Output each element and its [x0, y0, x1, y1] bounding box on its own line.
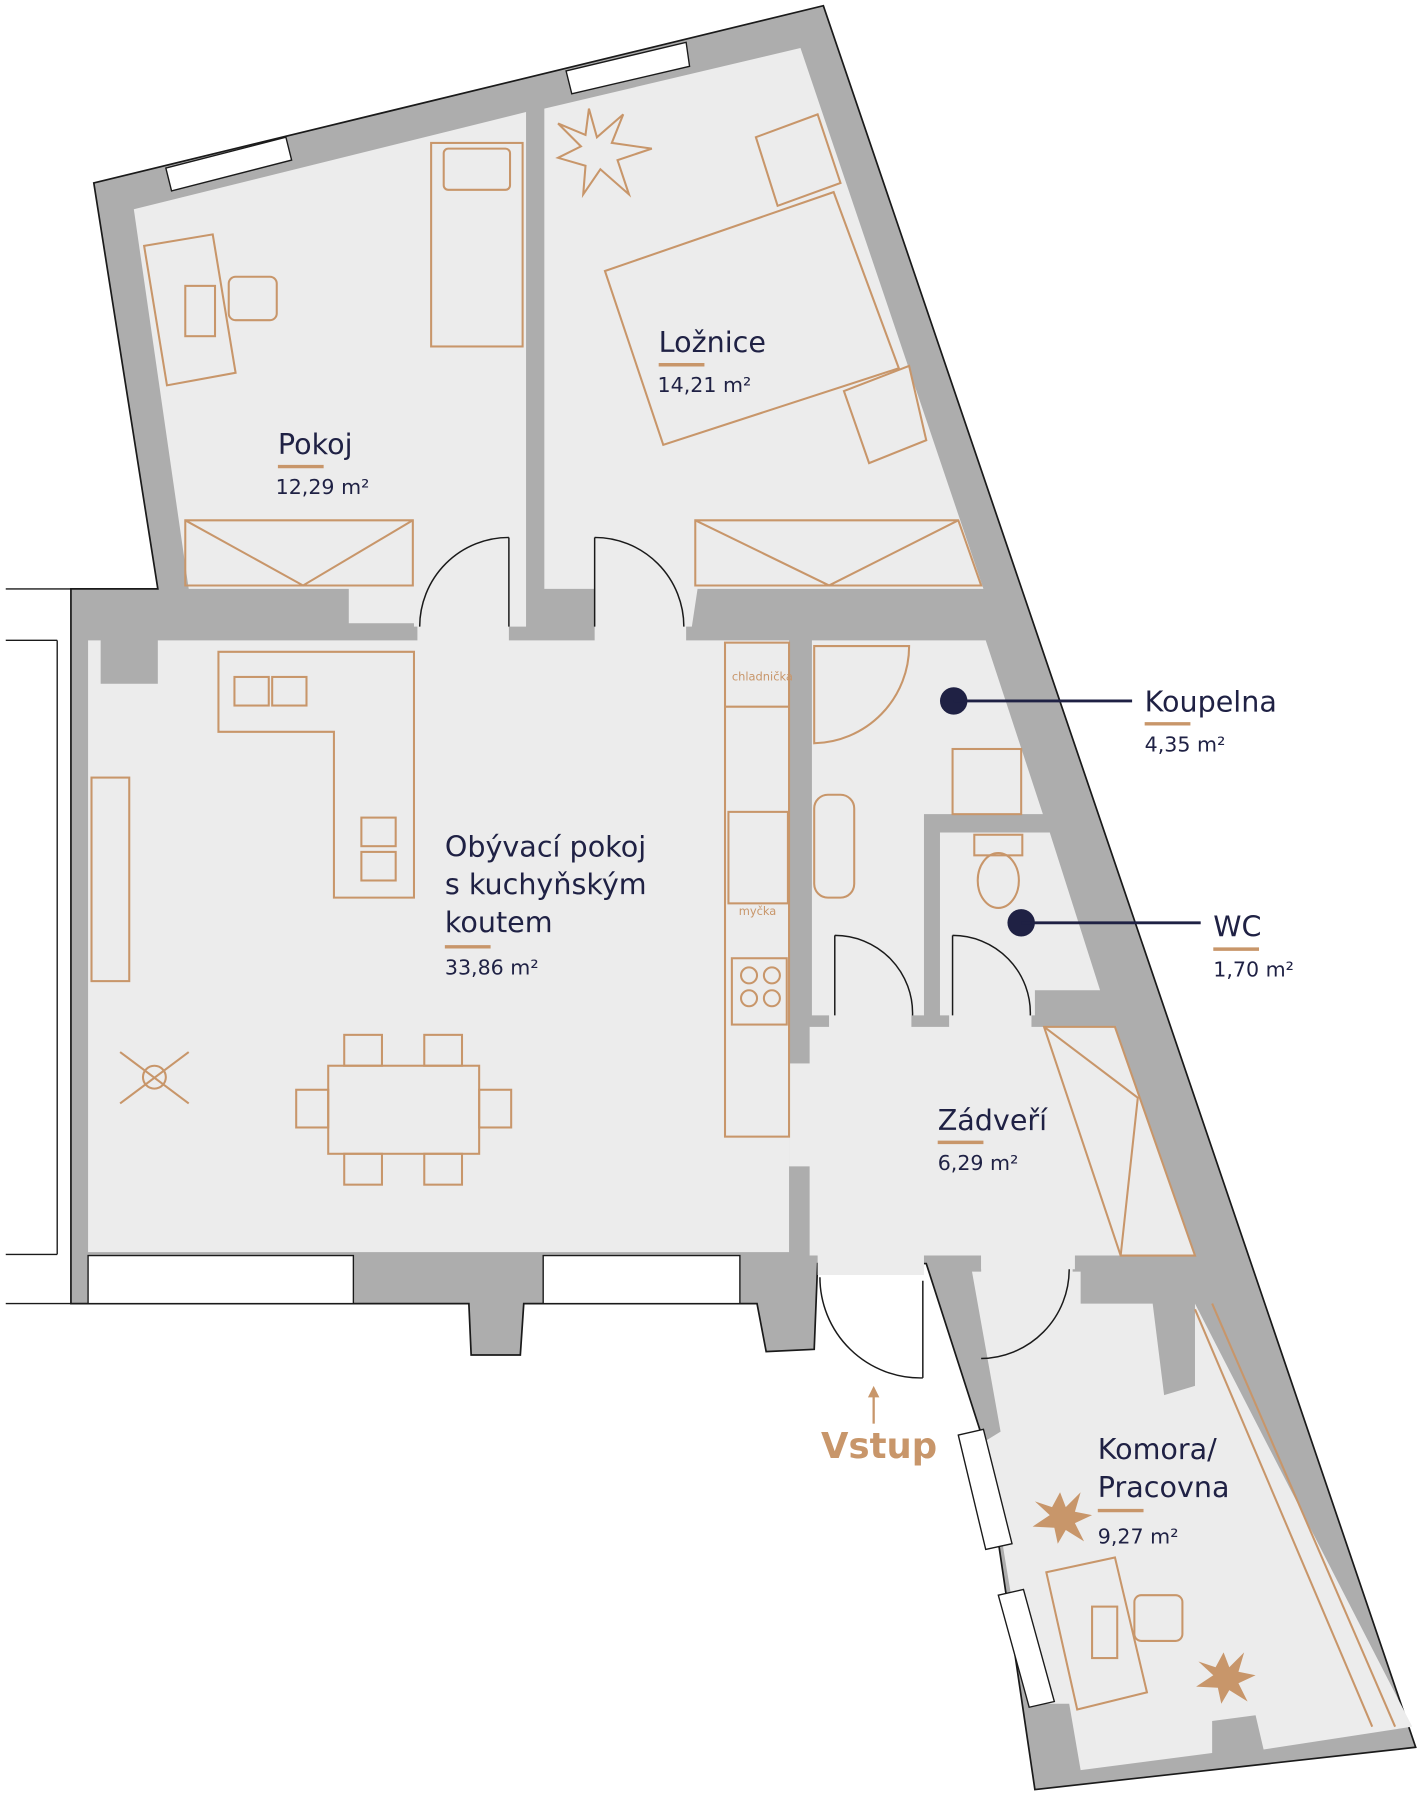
- room-name: Pokoj: [278, 427, 353, 461]
- desk: [1045, 1556, 1149, 1711]
- wardrobe: [694, 519, 983, 587]
- label-koupelna: Koupelna 4,35 m²: [939, 684, 1277, 756]
- room-name: Komora/: [1098, 1432, 1217, 1466]
- room-komora-floor: [972, 1271, 1413, 1771]
- room-name: WC: [1213, 910, 1261, 944]
- room-obyvaci-floor: [88, 640, 790, 1253]
- room-name: Zádveří: [938, 1103, 1048, 1137]
- label-pokoj: Pokoj 12,29 m²: [276, 427, 370, 499]
- room-area: 9,27 m²: [1098, 1525, 1179, 1549]
- windows: [87, 41, 1056, 1709]
- room-area: 6,29 m²: [938, 1151, 1019, 1175]
- monitor-icon: [1091, 1605, 1119, 1660]
- arrow-up-icon: [867, 1385, 880, 1398]
- chair-icon: [227, 275, 278, 322]
- room-loznice-floor: [544, 48, 984, 627]
- room-pokoj-floor: [133, 112, 527, 627]
- dishwasher: [727, 810, 789, 905]
- chair-icon: [1133, 1594, 1184, 1642]
- sofa: [217, 650, 416, 899]
- wardrobe: [1042, 1025, 1197, 1257]
- plant-icon: [1196, 1652, 1256, 1704]
- kitchen-counter: [723, 641, 791, 1138]
- entrance-label: Vstup: [821, 1426, 937, 1467]
- washing-machine: [951, 747, 1023, 816]
- room-zadveri-floor: [809, 1026, 1195, 1270]
- plant-icon: [1032, 1492, 1093, 1544]
- room-area: 14,21 m²: [658, 373, 752, 397]
- double-sink: [813, 793, 856, 899]
- room-name: Ložnice: [659, 325, 766, 359]
- shower: [813, 645, 911, 745]
- room-area: 12,29 m²: [276, 475, 370, 499]
- room-koupelna-floor: [811, 640, 1043, 1016]
- plant-icon: [555, 108, 653, 199]
- label-zadveri: Zádveří 6,29 m²: [938, 1103, 1048, 1175]
- furniture: [90, 108, 1397, 1728]
- room-name: Obývací pokoj: [445, 829, 646, 863]
- room-area: 33,86 m²: [445, 955, 539, 979]
- monitor-icon: [184, 284, 217, 338]
- balcony: [5, 588, 71, 1305]
- desk: [142, 233, 237, 387]
- room-name: Koupelna: [1145, 684, 1277, 718]
- room-name: Pracovna: [1098, 1470, 1230, 1504]
- dishwasher-label: myčka: [739, 904, 777, 918]
- bed: [430, 141, 524, 348]
- double-bed: [603, 190, 901, 447]
- toilet-icon: [976, 852, 1020, 909]
- entrance-marker: Vstup: [821, 1385, 937, 1467]
- label-wc: WC 1,70 m²: [1007, 909, 1294, 982]
- room-name: koutem: [445, 905, 553, 939]
- doors: [418, 536, 1070, 1379]
- label-obyvaci: Obývací pokoj s kuchyňským koutem 33,86 …: [444, 829, 647, 979]
- room-area: 4,35 m²: [1145, 732, 1226, 756]
- tv-unit: [90, 776, 131, 983]
- room-area: 1,70 m²: [1213, 958, 1294, 982]
- door-openings: [417, 623, 1073, 1275]
- fridge-label: chladnička: [732, 669, 793, 683]
- label-loznice: Ložnice 14,21 m²: [658, 325, 766, 397]
- wardrobe: [184, 519, 414, 587]
- plant-icon: [119, 1051, 190, 1105]
- label-komora: Komora/ Pracovna 9,27 m²: [1098, 1432, 1230, 1549]
- toilet-tank: [973, 833, 1024, 857]
- stove-icon: [730, 957, 788, 1026]
- room-name: s kuchyňským: [445, 867, 647, 901]
